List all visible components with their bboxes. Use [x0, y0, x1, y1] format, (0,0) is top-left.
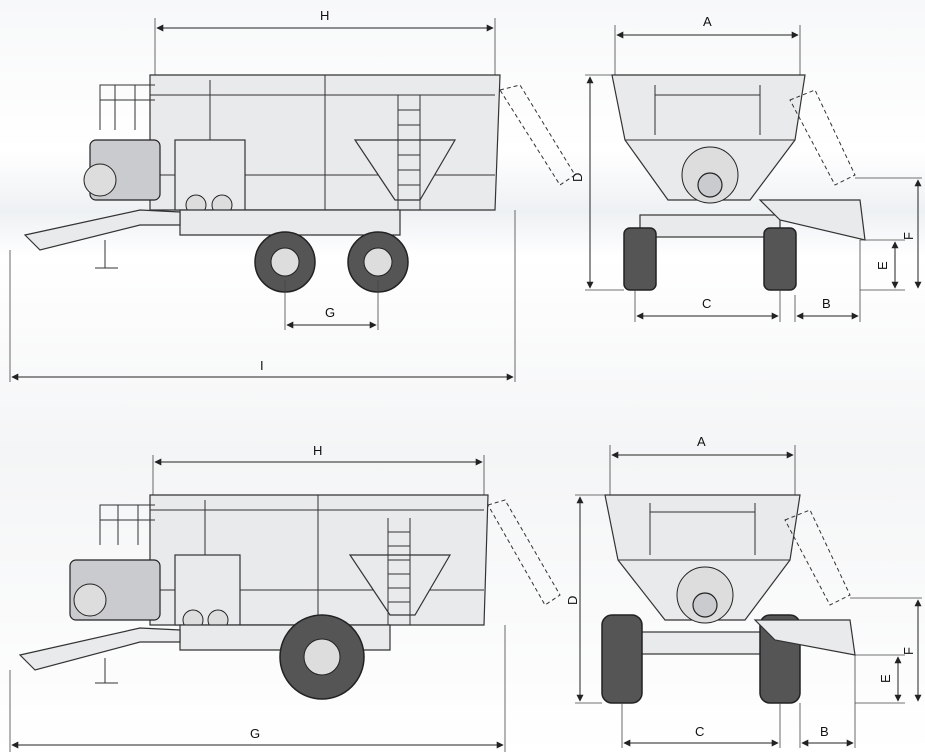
- bottom-drawbar: [18, 627, 181, 671]
- bottom-side-view: H: [9, 443, 561, 752]
- label-i: I: [260, 358, 264, 373]
- top-side-view: H: [9, 8, 576, 382]
- bottom-label-c: C: [695, 724, 704, 739]
- bottom-label-f: F: [901, 647, 916, 655]
- left-tire: [623, 227, 657, 291]
- bottom-v-bin: [348, 554, 452, 616]
- label-e: E: [875, 261, 890, 270]
- bottom-label-b: B: [820, 724, 829, 739]
- bottom-left-tire: [601, 614, 643, 704]
- bottom-label-a: A: [697, 434, 706, 449]
- label-d: D: [570, 173, 585, 182]
- right-tire: [763, 227, 797, 291]
- rear-axle: [639, 214, 781, 238]
- label-h: H: [320, 8, 329, 23]
- bottom-label-g: G: [250, 726, 260, 741]
- bottom-label-d: D: [565, 596, 580, 605]
- ladder: [397, 95, 421, 210]
- chassis: [179, 209, 401, 236]
- discharge-spout: [499, 84, 576, 186]
- label-c: C: [702, 296, 711, 311]
- label-b: B: [822, 296, 831, 311]
- drive-frame: [174, 139, 246, 211]
- label-f: F: [901, 232, 916, 240]
- label-g: G: [325, 305, 335, 320]
- bottom-rear-view: A D C B E F: [565, 434, 922, 748]
- bottom-label-e: E: [878, 674, 893, 683]
- bottom-rear-axle: [639, 631, 766, 655]
- bottom-ladder: [387, 518, 411, 625]
- drawbar: [23, 209, 181, 251]
- side-auger: [789, 89, 856, 186]
- bottom-railing: [99, 504, 155, 545]
- bottom-label-h: H: [313, 443, 322, 458]
- top-rear-view: A D C B E: [570, 14, 922, 322]
- bottom-discharge-spout: [487, 499, 561, 606]
- bottom-side-auger: [784, 509, 851, 606]
- label-a: A: [703, 14, 712, 29]
- railing: [99, 84, 155, 130]
